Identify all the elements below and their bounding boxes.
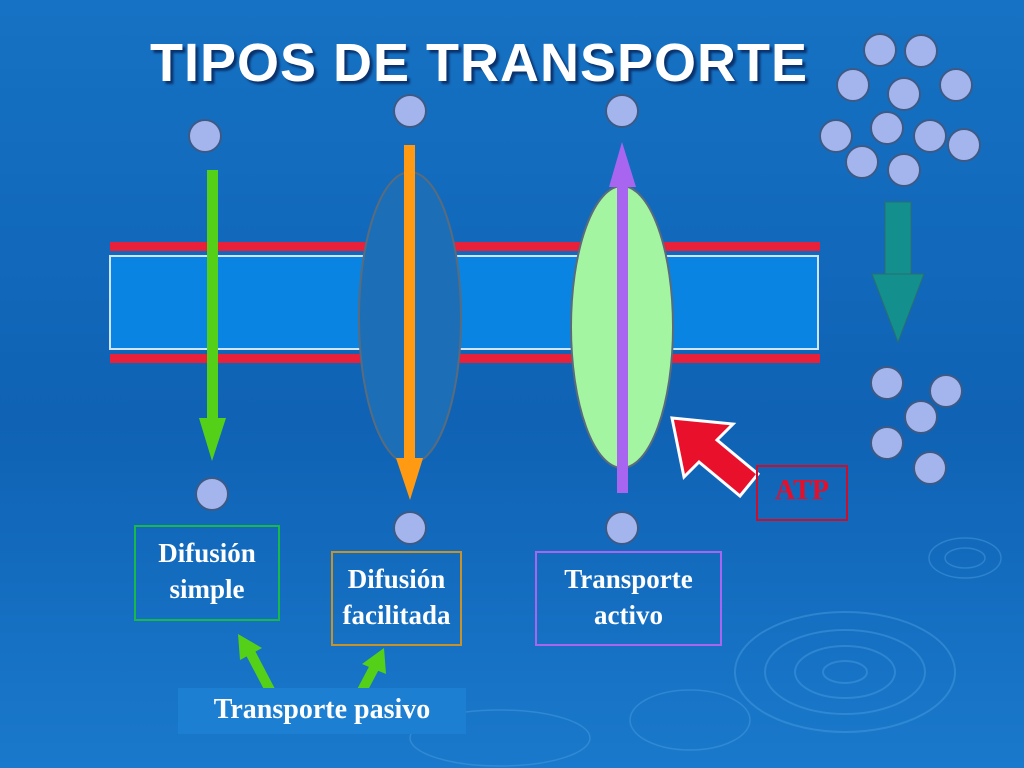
molecule-icon: [913, 119, 947, 153]
down-arrow-icon: [396, 145, 423, 500]
molecule-icon: [605, 511, 639, 545]
molecule-icon: [887, 77, 921, 111]
atp-arrow-icon: [670, 416, 761, 499]
down-arrow-icon: [199, 170, 226, 461]
pointer-arrow-icon: [238, 634, 277, 697]
molecule-icon: [393, 94, 427, 128]
label-line: Difusión: [158, 538, 256, 568]
molecule-icon: [819, 119, 853, 153]
label-line: activo: [594, 600, 663, 630]
gradient-arrow-icon: [871, 201, 925, 344]
slide-title: TIPOS DE TRANSPORTE: [150, 33, 809, 93]
molecule-icon: [393, 511, 427, 545]
molecule-icon: [188, 119, 222, 153]
cell-membrane: [109, 242, 820, 363]
label-difusion-facilitada: Difusión facilitada: [331, 551, 462, 646]
molecule-icon: [845, 145, 879, 179]
molecule-icon: [605, 94, 639, 128]
atp-label: ATP: [756, 465, 848, 521]
molecule-icon: [887, 153, 921, 187]
label-line: simple: [169, 574, 245, 604]
molecule-icon: [863, 33, 897, 67]
molecule-icon: [870, 111, 904, 145]
molecule-icon: [913, 451, 947, 485]
transporte-pasivo-label: Transporte pasivo: [178, 688, 466, 734]
molecule-icon: [195, 477, 229, 511]
molecule-icon: [870, 366, 904, 400]
label-transporte-activo: Transporte activo: [535, 551, 722, 646]
molecule-icon: [870, 426, 904, 460]
molecule-icon: [904, 400, 938, 434]
label-line: Difusión: [347, 564, 446, 594]
molecule-icon: [929, 374, 963, 408]
label-line: facilitada: [342, 600, 451, 630]
molecule-icon: [947, 128, 981, 162]
label-line: Transporte: [564, 564, 693, 594]
molecule-icon: [939, 68, 973, 102]
label-difusion-simple: Difusión simple: [134, 525, 280, 621]
ripple-decoration: [409, 537, 1002, 767]
molecule-icon: [904, 34, 938, 68]
molecule-icon: [836, 68, 870, 102]
up-arrow-icon: [609, 142, 636, 493]
